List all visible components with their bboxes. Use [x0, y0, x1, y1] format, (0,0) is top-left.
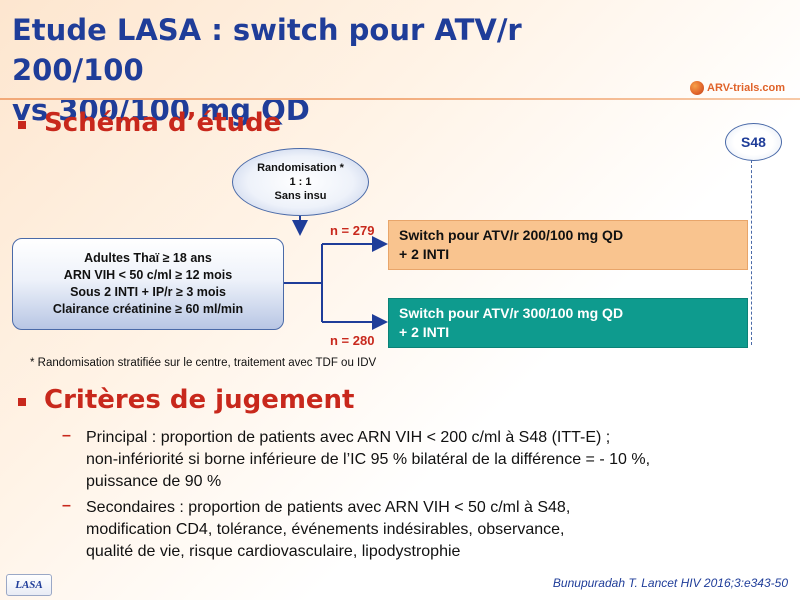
randomisation-line-3: Sans insu — [274, 190, 327, 202]
criterion-line: non-infériorité si borne inférieure de l… — [86, 451, 651, 468]
criteria-list: – Principal : proportion de patients ave… — [62, 427, 792, 567]
slide-title-line-1: Etude LASA : switch pour ATV/r 200/100 — [12, 13, 522, 87]
arm2-n-label: n = 280 — [330, 333, 375, 348]
section-heading-criteres: Critères de jugement — [44, 385, 355, 415]
arv-logo-icon — [690, 81, 704, 95]
population-criterion: Adultes Thaï ≥ 18 ans — [84, 251, 212, 265]
criterion-line: puissance de 90 % — [86, 473, 222, 490]
bullet-square-icon — [18, 121, 26, 129]
diagram-footnote: * Randomisation stratifiée sur le centre… — [30, 357, 377, 369]
dash-bullet-icon: – — [62, 497, 71, 514]
arm1-line-2: + 2 INTI — [399, 246, 450, 262]
arm1-n-label: n = 279 — [330, 223, 375, 238]
reference-citation: Bunupuradah T. Lancet HIV 2016;3:e343-50 — [552, 576, 788, 590]
arm2-box: Switch pour ATV/r 300/100 mg QD + 2 INTI — [388, 298, 748, 348]
arv-trials-logo: ARV-trials.com — [690, 78, 798, 98]
population-criterion: ARN VIH < 50 c/ml ≥ 12 mois — [63, 268, 233, 282]
study-tag: LASA — [6, 574, 52, 596]
criterion-secondary: Secondaires : proportion de patients ave… — [86, 497, 792, 563]
randomisation-line-2: 1 : 1 — [289, 176, 312, 188]
timepoint-dashed-line — [751, 160, 752, 345]
arm2-line-1: Switch pour ATV/r 300/100 mg QD — [399, 305, 624, 321]
randomisation-ellipse: Randomisation * 1 : 1 Sans insu — [232, 148, 369, 216]
randomisation-line-1: Randomisation * — [257, 162, 344, 174]
title-divider — [0, 98, 800, 100]
arm1-box: Switch pour ATV/r 200/100 mg QD + 2 INTI — [388, 220, 748, 270]
arm1-line-1: Switch pour ATV/r 200/100 mg QD — [399, 227, 624, 243]
criterion-line: Secondaires : proportion de patients ave… — [86, 499, 571, 516]
criterion-primary: Principal : proportion de patients avec … — [86, 427, 792, 493]
dash-bullet-icon: – — [62, 427, 71, 444]
criterion-line: Principal : proportion de patients avec … — [86, 429, 611, 446]
criterion-line: modification CD4, tolérance, événements … — [86, 521, 565, 538]
logo-text: ARV-trials.com — [707, 82, 786, 94]
population-criterion: Sous 2 INTI + IP/r ≥ 3 mois — [70, 285, 226, 299]
timepoint-s48-badge: S48 — [725, 123, 782, 161]
list-item: – Secondaires : proportion de patients a… — [62, 497, 792, 563]
section-heading-schema: Schéma d’étude — [44, 108, 282, 138]
bullet-square-icon — [18, 398, 26, 406]
population-box: Adultes Thaï ≥ 18 ans ARN VIH < 50 c/ml … — [12, 238, 284, 330]
list-item: – Principal : proportion de patients ave… — [62, 427, 792, 493]
arm2-line-2: + 2 INTI — [399, 324, 450, 340]
criterion-line: qualité de vie, risque cardiovasculaire,… — [86, 543, 461, 560]
population-criterion: Clairance créatinine ≥ 60 ml/min — [52, 302, 244, 316]
